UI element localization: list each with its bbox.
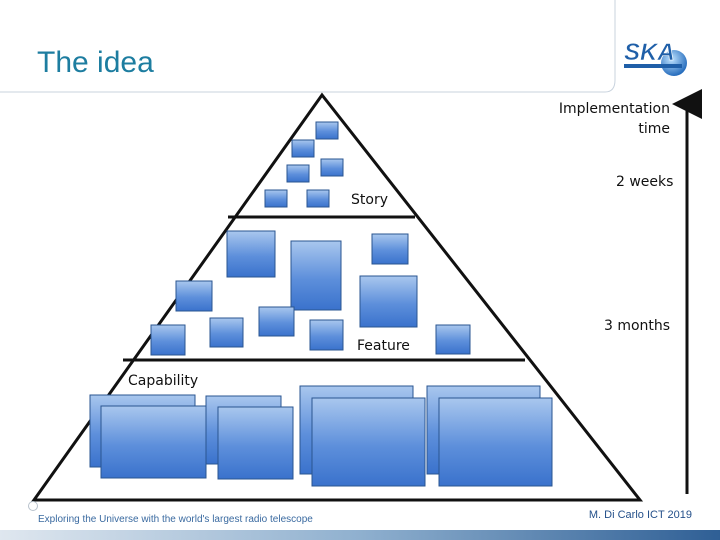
three-months-label: 3 months [604,318,671,334]
footer-bar [0,530,720,540]
story-box [291,139,315,158]
feature-box [226,230,276,278]
story-box [315,121,339,140]
story-box [264,189,288,208]
capability-label: Capability [128,373,199,389]
slide-title: The idea [37,46,154,79]
ska-logo: SKA [624,39,687,76]
story-label: Story [351,192,388,208]
capability-box [311,397,426,487]
footer-tagline: Exploring the Universe with the world's … [38,514,313,525]
story-box [306,189,330,208]
capability-box [100,405,207,479]
story-box [286,164,310,183]
capability-boxes [89,385,553,487]
header-rule [0,0,616,93]
feature-box [309,319,344,351]
capability-box [438,397,553,487]
feature-box [435,324,471,355]
feature-box [371,233,409,265]
capability-box [217,406,294,480]
feature-label: Feature [357,338,410,354]
feature-box [290,240,342,311]
feature-boxes [150,230,471,356]
implementation-time-label: Implementation time [558,101,670,137]
footer-credit: M. Di Carlo ICT 2019 [588,509,692,521]
two-weeks-label: 2 weeks [616,174,674,190]
feature-box [359,275,418,328]
story-boxes [264,121,344,208]
footer-circle [28,501,38,511]
feature-box [175,280,213,312]
feature-box [258,306,295,337]
feature-box [150,324,186,356]
svg-text:SKA: SKA [624,39,675,66]
feature-box [209,317,244,348]
story-box [320,158,344,177]
